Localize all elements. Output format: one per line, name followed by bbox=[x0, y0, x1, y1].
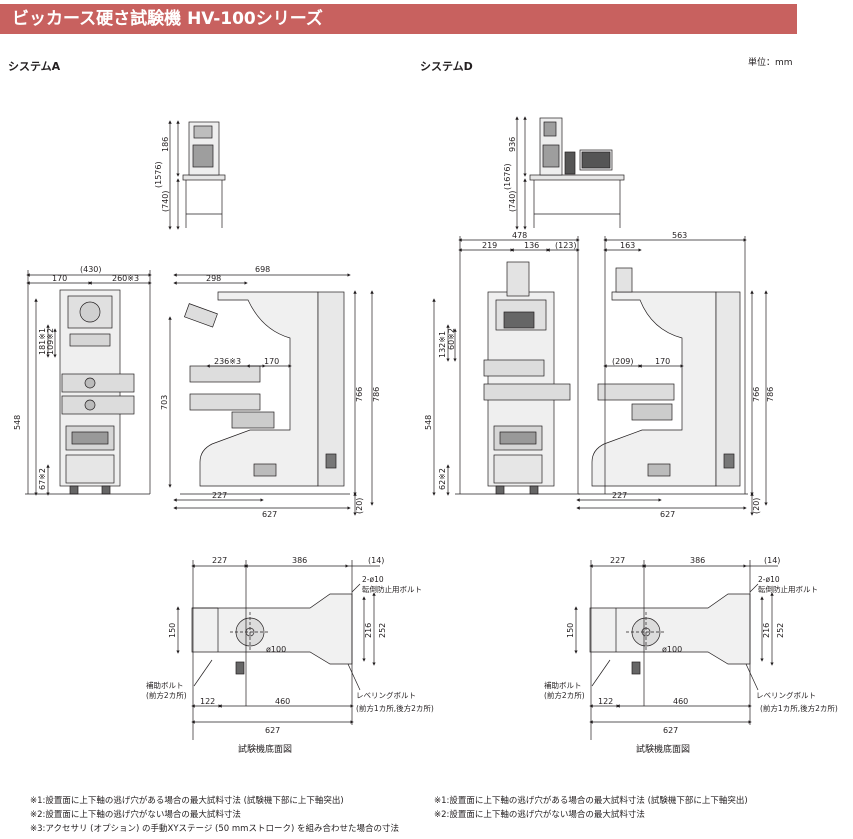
dim-d-936: 936 bbox=[508, 137, 517, 152]
dim-a-698: 698 bbox=[255, 265, 270, 274]
base-a-216: 216 bbox=[364, 623, 373, 638]
base-d-14: (14) bbox=[764, 556, 780, 565]
system-a-table-view bbox=[168, 120, 226, 230]
dim-a-67: 67※2 bbox=[38, 468, 47, 490]
system-a-side-view bbox=[168, 273, 374, 516]
base-a-lev1: レベリングボルト bbox=[356, 690, 416, 700]
dim-a-548: 548 bbox=[13, 415, 22, 430]
dim-a-298: 298 bbox=[206, 274, 221, 283]
dim-d-132: 132※1 bbox=[438, 331, 447, 358]
base-d-lev1: レベリングボルト bbox=[756, 690, 816, 700]
base-d-122: 122 bbox=[598, 697, 613, 706]
dim-a-227: 227 bbox=[212, 491, 227, 500]
base-a-phi100: ø100 bbox=[266, 645, 286, 654]
dim-a-627: 627 bbox=[262, 510, 277, 519]
dim-a-703: 703 bbox=[160, 395, 169, 410]
dim-d-20: (20) bbox=[752, 498, 761, 514]
dim-d-766: 766 bbox=[752, 387, 761, 402]
base-a-386: 386 bbox=[292, 556, 307, 565]
base-a-lev2: (前方1カ所,後方2カ所) bbox=[356, 703, 434, 713]
system-d-label: システムD bbox=[420, 60, 473, 73]
base-d-phi100: ø100 bbox=[662, 645, 682, 654]
dim-a-181: 181※1 bbox=[38, 328, 47, 355]
page-title: ビッカース硬さ試験機 HV-100シリーズ bbox=[0, 4, 797, 34]
dim-a-109: 109※2 bbox=[46, 328, 55, 355]
dim-d-209: (209) bbox=[612, 357, 634, 366]
base-a-caption: 試験機底面図 bbox=[238, 743, 292, 755]
dim-a-170: 170 bbox=[52, 274, 67, 283]
base-a-stopper: 転倒防止用ボルト bbox=[362, 584, 422, 594]
system-d-table-view bbox=[515, 116, 625, 230]
dim-d-786: 786 bbox=[766, 387, 775, 402]
dim-d-123: (123) bbox=[555, 241, 577, 250]
unit-label: 単位：mm bbox=[748, 58, 793, 68]
system-a-base-view bbox=[176, 560, 380, 740]
base-a-227: 227 bbox=[212, 556, 227, 565]
dim-d-62: 62※2 bbox=[438, 468, 447, 490]
base-d-227: 227 bbox=[610, 556, 625, 565]
dim-d-136: 136 bbox=[524, 241, 539, 250]
base-d-caption: 試験機底面図 bbox=[636, 743, 690, 755]
base-d-252: 252 bbox=[776, 623, 785, 638]
dim-d-side-170: 170 bbox=[655, 357, 670, 366]
base-a-14: (14) bbox=[368, 556, 384, 565]
base-a-2phi: 2-ø10 bbox=[362, 575, 384, 584]
note-a-1: ※1:設置面に上下軸の逃げ穴がある場合の最大試料寸法 (試験機下部に上下軸突出) bbox=[30, 796, 344, 806]
dim-a-786: 786 bbox=[372, 387, 381, 402]
system-d-side-view bbox=[576, 236, 768, 516]
note-d-1: ※1:設置面に上下軸の逃げ穴がある場合の最大試料寸法 (試験機下部に上下軸突出) bbox=[434, 796, 748, 806]
dim-d-227: 227 bbox=[612, 491, 627, 500]
base-d-216: 216 bbox=[762, 623, 771, 638]
base-a-150: 150 bbox=[168, 623, 177, 638]
base-d-2phi: 2-ø10 bbox=[758, 575, 780, 584]
dim-a-236: 236※3 bbox=[214, 357, 241, 366]
base-a-aux1: 補助ボルト bbox=[146, 680, 184, 690]
base-a-aux2: (前方2カ所) bbox=[146, 690, 187, 700]
base-d-386: 386 bbox=[690, 556, 705, 565]
dim-d-627: 627 bbox=[660, 510, 675, 519]
dim-d-548: 548 bbox=[424, 415, 433, 430]
system-a-label: システムA bbox=[8, 60, 61, 73]
dim-d-740: (740) bbox=[508, 190, 517, 212]
dim-d-163: 163 bbox=[620, 241, 635, 250]
system-d-labels: 936 (1676) (740) 478 219 136 (123) 132※1… bbox=[424, 137, 838, 755]
dim-a-766: 766 bbox=[355, 387, 364, 402]
base-d-stopper: 転倒防止用ボルト bbox=[758, 584, 818, 594]
base-a-627: 627 bbox=[265, 726, 280, 735]
base-a-252: 252 bbox=[378, 623, 387, 638]
dim-a-1576: (1576) bbox=[154, 161, 163, 188]
dim-a-side-170: 170 bbox=[264, 357, 279, 366]
base-d-aux2: (前方2カ所) bbox=[544, 690, 585, 700]
base-d-460: 460 bbox=[673, 697, 688, 706]
base-d-aux1: 補助ボルト bbox=[544, 680, 582, 690]
base-a-460: 460 bbox=[275, 697, 290, 706]
dim-d-478: 478 bbox=[512, 231, 527, 240]
dim-a-260: 260※3 bbox=[112, 274, 139, 283]
system-d-base-view bbox=[574, 560, 778, 740]
note-a-2: ※2:設置面に上下軸の逃げ穴がない場合の最大試料寸法 bbox=[30, 810, 241, 820]
dim-a-740: (740) bbox=[161, 190, 170, 212]
dim-a-430: (430) bbox=[80, 265, 102, 274]
dim-d-563: 563 bbox=[672, 231, 687, 240]
note-a-3: ※3:アクセサリ (オプション) の手動XYステージ (50 mmストローク) … bbox=[30, 824, 399, 834]
dim-d-1676: (1676) bbox=[503, 163, 512, 190]
note-d-2: ※2:設置面に上下軸の逃げ穴がない場合の最大試料寸法 bbox=[434, 810, 645, 820]
system-a-labels: 186 (1576) (740) (430) 170 260※3 181※1 1… bbox=[13, 137, 434, 755]
base-a-122: 122 bbox=[200, 697, 215, 706]
base-d-627: 627 bbox=[663, 726, 678, 735]
system-a-front-view bbox=[25, 270, 152, 496]
dim-d-60: 60※2 bbox=[447, 328, 456, 350]
dim-d-219: 219 bbox=[482, 241, 497, 250]
base-d-lev2: (前方1カ所,後方2カ所) bbox=[760, 703, 838, 713]
base-d-150: 150 bbox=[566, 623, 575, 638]
dim-a-186: 186 bbox=[161, 137, 170, 152]
dim-a-20: (20) bbox=[355, 498, 364, 514]
system-d-front-view bbox=[432, 236, 580, 496]
